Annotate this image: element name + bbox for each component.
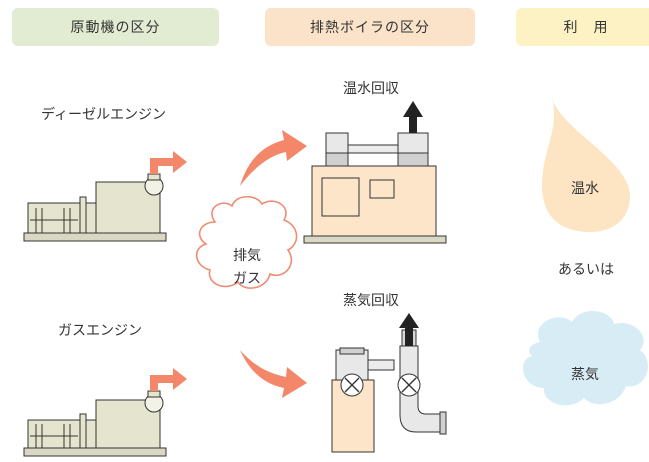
arrow-to-steam-boiler	[240, 350, 307, 398]
gas-exhaust-arrow	[150, 368, 187, 391]
steam-boiler-illustration	[331, 329, 447, 453]
steam-cloud	[522, 310, 648, 406]
header-use: 利 用	[516, 8, 649, 46]
diesel-engine-illustration	[23, 173, 167, 242]
exhaust-gas-label-line1: 排気	[233, 248, 261, 264]
diesel-engine-label: ディーゼルエンジン	[41, 107, 167, 123]
gas-engine-illustration	[23, 390, 167, 457]
hot-water-drop	[542, 97, 630, 232]
exhaust-gas-cloud	[195, 195, 298, 289]
steam-recovery-arrow	[399, 313, 419, 346]
steam-recovery-label: 蒸気回収	[343, 293, 399, 309]
hot-water-label: 温水	[571, 181, 599, 197]
or-label: あるいは	[558, 262, 614, 278]
header-engine-category: 原動機の区分	[12, 8, 219, 46]
gas-engine-label: ガスエンジン	[58, 323, 142, 339]
exhaust-gas-label-line2: ガス	[233, 271, 261, 287]
hot-water-recovery-label: 温水回収	[343, 81, 399, 97]
header-boiler-category: 排熱ボイラの区分	[265, 8, 475, 46]
steam-label: 蒸気	[571, 367, 599, 383]
diesel-exhaust-arrow	[150, 151, 187, 174]
hot-water-recovery-arrow	[403, 101, 423, 133]
hot-water-boiler-illustration	[303, 132, 447, 244]
arrow-to-hot-water-boiler	[240, 130, 307, 186]
